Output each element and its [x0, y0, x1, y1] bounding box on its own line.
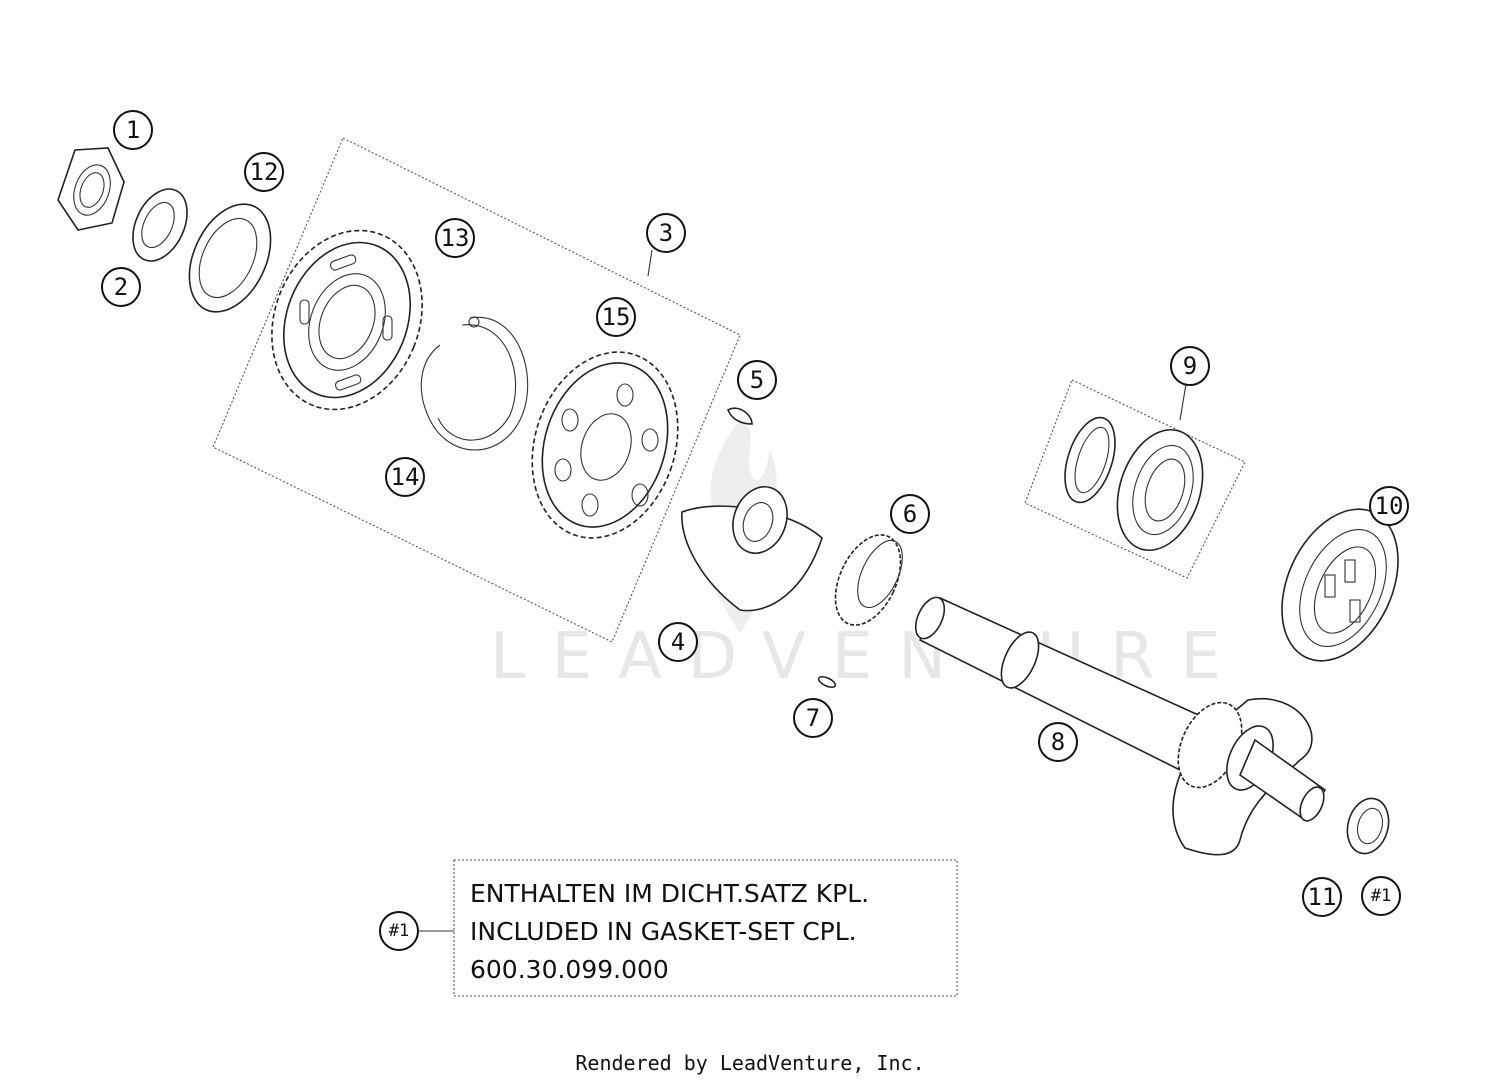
part-seal	[1346, 797, 1390, 855]
svg-text:14: 14	[391, 463, 420, 491]
svg-text:#1: #1	[1371, 886, 1391, 906]
callout-7: 7	[793, 698, 833, 738]
part-shaft	[914, 596, 1327, 856]
callout-3: 3	[646, 213, 686, 253]
svg-text:4: 4	[671, 628, 685, 656]
part-pin	[817, 675, 837, 689]
part-needle-bearing	[834, 534, 903, 626]
callout-8: 8	[1038, 722, 1078, 762]
callout-10: 10	[1369, 486, 1409, 526]
callout-9: 9	[1170, 346, 1210, 386]
callout-12: 12	[244, 152, 284, 192]
callout-13: 13	[435, 218, 475, 258]
callout-1: 1	[113, 110, 153, 150]
callout-2: 2	[101, 267, 141, 307]
callout-11: 11	[1302, 877, 1342, 917]
svg-text:11: 11	[1308, 883, 1337, 911]
part-circlip	[420, 316, 529, 451]
part-roller-bearing	[1281, 508, 1399, 662]
callout-#1-part: #1	[1361, 876, 1401, 916]
part-key	[727, 407, 753, 425]
leader-line-3	[647, 249, 653, 277]
part-bearing-set	[1064, 416, 1204, 552]
callout-15: 15	[596, 297, 636, 337]
svg-text:8: 8	[1051, 728, 1065, 756]
part-washer	[132, 188, 188, 262]
callout-#1-note: #1	[379, 911, 419, 951]
note-line-german: ENTHALTEN IM DICHT.SATZ KPL.	[470, 879, 869, 908]
part-weight	[681, 486, 823, 612]
footer-text: Rendered by LeadVenture, Inc.	[575, 1051, 924, 1075]
note-box	[453, 859, 958, 997]
svg-text:5: 5	[750, 366, 764, 394]
note-line-english: INCLUDED IN GASKET-SET CPL.	[470, 917, 857, 946]
svg-text:1: 1	[126, 116, 140, 144]
watermark-text: LEADVENTURE	[490, 620, 1247, 694]
svg-text:7: 7	[806, 704, 820, 732]
part-gear-large	[271, 229, 423, 411]
svg-text:13: 13	[441, 224, 470, 252]
svg-text:2: 2	[114, 273, 128, 301]
callout-6: 6	[890, 494, 930, 534]
callout-14: 14	[385, 457, 425, 497]
svg-text:12: 12	[250, 158, 279, 186]
svg-text:#1: #1	[389, 921, 409, 941]
svg-text:10: 10	[1375, 492, 1404, 520]
part-shim	[188, 203, 272, 313]
callout-4: 4	[658, 622, 698, 662]
svg-text:3: 3	[659, 219, 673, 247]
svg-text:9: 9	[1183, 352, 1197, 380]
callout-5: 5	[737, 360, 777, 400]
leader-line-9	[1179, 383, 1187, 421]
part-gear-small	[531, 351, 679, 539]
note-line-part-number: 600.30.099.000	[470, 955, 669, 984]
group-outline-9	[1024, 379, 1246, 579]
svg-text:6: 6	[903, 500, 917, 528]
part-nut	[57, 147, 125, 231]
svg-text:15: 15	[602, 303, 631, 331]
